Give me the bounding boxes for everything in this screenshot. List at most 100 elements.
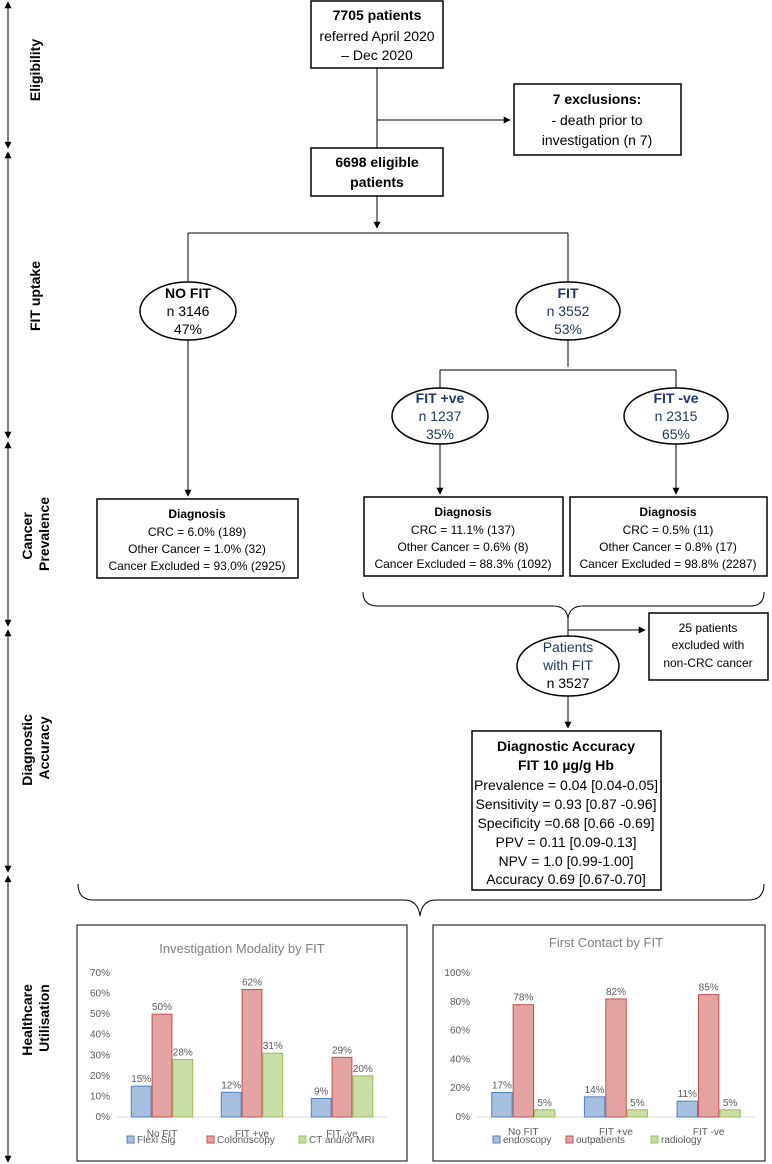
nofit-title: NO FIT [165, 285, 211, 301]
chart-2-data-label-0-1: 78% [513, 993, 533, 1004]
chart-1-legend-label-1: Colonoscopy [217, 1135, 275, 1146]
chart-1-data-label-1-2: 31% [263, 1041, 283, 1052]
exclusions-title: 7 exclusions: [553, 91, 642, 107]
chart-1-category-0: No FIT [147, 1129, 178, 1140]
chart-2-ytick-5: 100% [444, 968, 470, 979]
stage-label-accuracy: Accuracy [36, 716, 52, 779]
chart-2-legend-swatch-0 [492, 1135, 501, 1144]
chart-1-data-label-0-2: 28% [173, 1047, 193, 1058]
chart-1-legend-swatch-2 [298, 1135, 307, 1144]
chart-1-data-label-1-0: 12% [221, 1080, 241, 1091]
diagnosis-fitpos-other: Other Cancer = 0.6% (8) [397, 540, 528, 554]
diagnosis-fitneg-box: Diagnosis CRC = 0.5% (11) Other Cancer =… [569, 496, 768, 577]
chart-1-ytick-4: 40% [90, 1030, 110, 1041]
chart-2-ytick-4: 80% [450, 997, 470, 1008]
diagnosis-nofit-crc: CRC = 6.0% (189) [148, 525, 246, 539]
chart-1-category-1: FIT +ve [235, 1129, 269, 1140]
chart-2-data-label-1-1: 82% [606, 987, 626, 998]
chart-1-data-label-2-0: 9% [314, 1086, 329, 1097]
diagnosis-nofit-other: Other Cancer = 1.0% (32) [128, 542, 266, 556]
stage-label-fit-uptake: FIT uptake [27, 261, 43, 331]
chart-1-ytick-2: 20% [90, 1071, 110, 1082]
chart-1-bar-0-2 [172, 1058, 194, 1118]
diagnosis-fitpos-box: Diagnosis CRC = 11.1% (137) Other Cancer… [363, 496, 564, 577]
fitpos-n: n 1237 [419, 408, 462, 424]
patients-with-fit-ellipse: Patients with FIT n 3527 [516, 635, 620, 697]
diagnostic-accuracy-box: Diagnostic Accuracy FIT 10 µg/g Hb Preva… [471, 730, 662, 891]
eligible-line-1: 6698 eligible [335, 154, 418, 170]
exclusions-box: 7 exclusions: - death prior to investiga… [513, 83, 682, 156]
chart-2-ytick-0: 0% [456, 1112, 471, 1123]
exclusions-line-2: investigation (n 7) [542, 132, 653, 148]
patients-with-fit-line-2: with FIT [542, 657, 593, 673]
chart-2-data-label-1-2: 5% [630, 1098, 645, 1109]
chart-1-bar-2-2 [352, 1075, 374, 1118]
accuracy-overall: Accuracy 0.69 [0.67-0.70] [486, 871, 646, 887]
chart-1-ytick-1: 10% [90, 1091, 110, 1102]
chart-2-bar-0-0 [491, 1092, 513, 1118]
chart-1-ytick-5: 50% [90, 1009, 110, 1020]
chart-2-data-label-2-1: 85% [699, 983, 719, 994]
fitpos-pct: 35% [426, 426, 454, 442]
excluded-non-crc-line-3: non-CRC cancer [663, 656, 752, 670]
chart-2-legend-swatch-1 [565, 1135, 574, 1144]
nofit-ellipse: NO FIT n 3146 47% [139, 281, 237, 341]
referred-box: 7705 patients referred April 2020 – Dec … [310, 0, 444, 69]
accuracy-title: Diagnostic Accuracy [497, 738, 635, 754]
nofit-pct: 47% [174, 321, 202, 337]
fit-title: FIT [558, 285, 579, 301]
exclusions-line-1: - death prior to [551, 112, 642, 128]
chart-2-bar-2-1 [697, 994, 720, 1118]
chart-1-data-label-0-1: 50% [152, 1002, 172, 1013]
chart-1-ytick-0: 0% [96, 1112, 111, 1123]
chart-2-category-2: FIT -ve [693, 1127, 725, 1138]
chart-1-bar-2-0 [310, 1097, 332, 1118]
chart-investigation-modality: Investigation Modality by FIT0%10%20%30%… [90, 941, 387, 1146]
stage-label-cancer-prevalence: Cancer Prevalence [19, 497, 52, 571]
chart-1-legend-label-2: CT and/or MRI [309, 1135, 374, 1146]
patients-with-fit-line-1: Patients [543, 639, 594, 655]
referred-line-1: referred April 2020 [319, 28, 434, 44]
excluded-non-crc-line-1: 25 patients [679, 621, 738, 635]
chart-2-ytick-1: 20% [450, 1083, 470, 1094]
chart-1-bar-0-1 [151, 1013, 173, 1118]
chart-1-data-label-0-0: 15% [131, 1074, 151, 1085]
chart-1-legend-swatch-1 [206, 1135, 215, 1144]
chart-2-data-label-0-0: 17% [492, 1081, 512, 1092]
stage-label-cancer: Cancer [19, 512, 35, 560]
chart-2-data-label-0-2: 5% [537, 1098, 552, 1109]
diagnosis-fitpos-title: Diagnosis [434, 505, 492, 519]
diagnosis-fitpos-crc: CRC = 11.1% (137) [411, 523, 515, 537]
fit-pct: 53% [554, 321, 582, 337]
chart-2-data-label-2-0: 11% [678, 1089, 697, 1100]
diagnosis-nofit-title: Diagnosis [168, 507, 226, 521]
chart-1-title: Investigation Modality by FIT [159, 941, 325, 956]
fit-n: n 3552 [547, 303, 590, 319]
diagnosis-fitneg-excluded: Cancer Excluded = 98.8% (2287) [579, 557, 756, 571]
chart-2-bar-2-2 [719, 1109, 741, 1118]
chart-1-bar-2-1 [331, 1056, 353, 1118]
nofit-n: n 3146 [167, 303, 210, 319]
chart-2-ytick-2: 40% [450, 1054, 470, 1065]
accuracy-prevalence: Prevalence = 0.04 [0.04-0.05] [474, 777, 658, 793]
chart-1-ytick-6: 60% [90, 989, 110, 1000]
stage-label-utilisation: Utilisation [36, 984, 52, 1052]
chart-1-bar-1-1 [241, 988, 263, 1118]
stage-label-diagnostic: Diagnostic [19, 714, 35, 786]
accuracy-subtitle: FIT 10 µg/g Hb [518, 757, 614, 773]
chart-2-category-0: No FIT [508, 1127, 539, 1138]
fit-ellipse: FIT n 3552 53% [515, 281, 621, 341]
chart-2-ytick-3: 60% [450, 1026, 470, 1037]
chart-1-bar-1-2 [262, 1052, 284, 1118]
chart-2-category-1: FIT +ve [599, 1127, 633, 1138]
fitneg-n: n 2315 [655, 408, 698, 424]
excluded-non-crc-box: 25 patients excluded with non-CRC cancer [648, 612, 769, 681]
chart-1-legend-label-0: Flexi Sig [137, 1135, 175, 1146]
fitneg-pct: 65% [662, 426, 690, 442]
chart-1-category-2: FIT -ve [326, 1129, 358, 1140]
chart-1-legend-swatch-0 [126, 1135, 135, 1144]
fitpos-title: FIT +ve [416, 390, 465, 406]
diagnosis-fitneg-other: Other Cancer = 0.8% (17) [599, 540, 737, 554]
chart-1-ytick-7: 70% [90, 968, 110, 979]
chart-2-bar-1-1 [605, 998, 627, 1118]
